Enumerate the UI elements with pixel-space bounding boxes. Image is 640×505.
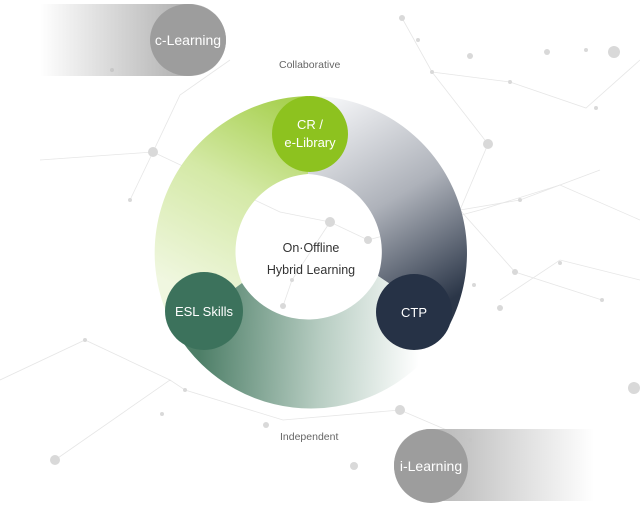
ctp-label: CTP [401,304,427,320]
independent-label: Independent [280,431,339,443]
cr-label-line-2: e-Library [284,135,336,150]
ring-segment-navy [308,95,467,324]
c-learning-label: c-Learning [154,32,222,48]
center-hub: On·Offline Hybrid Learning [226,184,396,334]
center-line-2: Hybrid Learning [266,263,356,277]
esl-label: ESL Skills [174,303,234,319]
ctp-node: CTP [376,274,452,350]
center-line-1: On·Offline [282,241,340,255]
collaborative-label: Collaborative [279,59,341,71]
esl-skills-node: ESL Skills [165,272,243,350]
i-learning-label: i-Learning [399,458,463,474]
cr-e-library-node: CR / e-Library [272,96,348,172]
i-learning-badge: i-Learning [394,429,468,503]
cr-label-line-1: CR / [296,117,323,132]
c-learning-badge: c-Learning [150,4,226,76]
